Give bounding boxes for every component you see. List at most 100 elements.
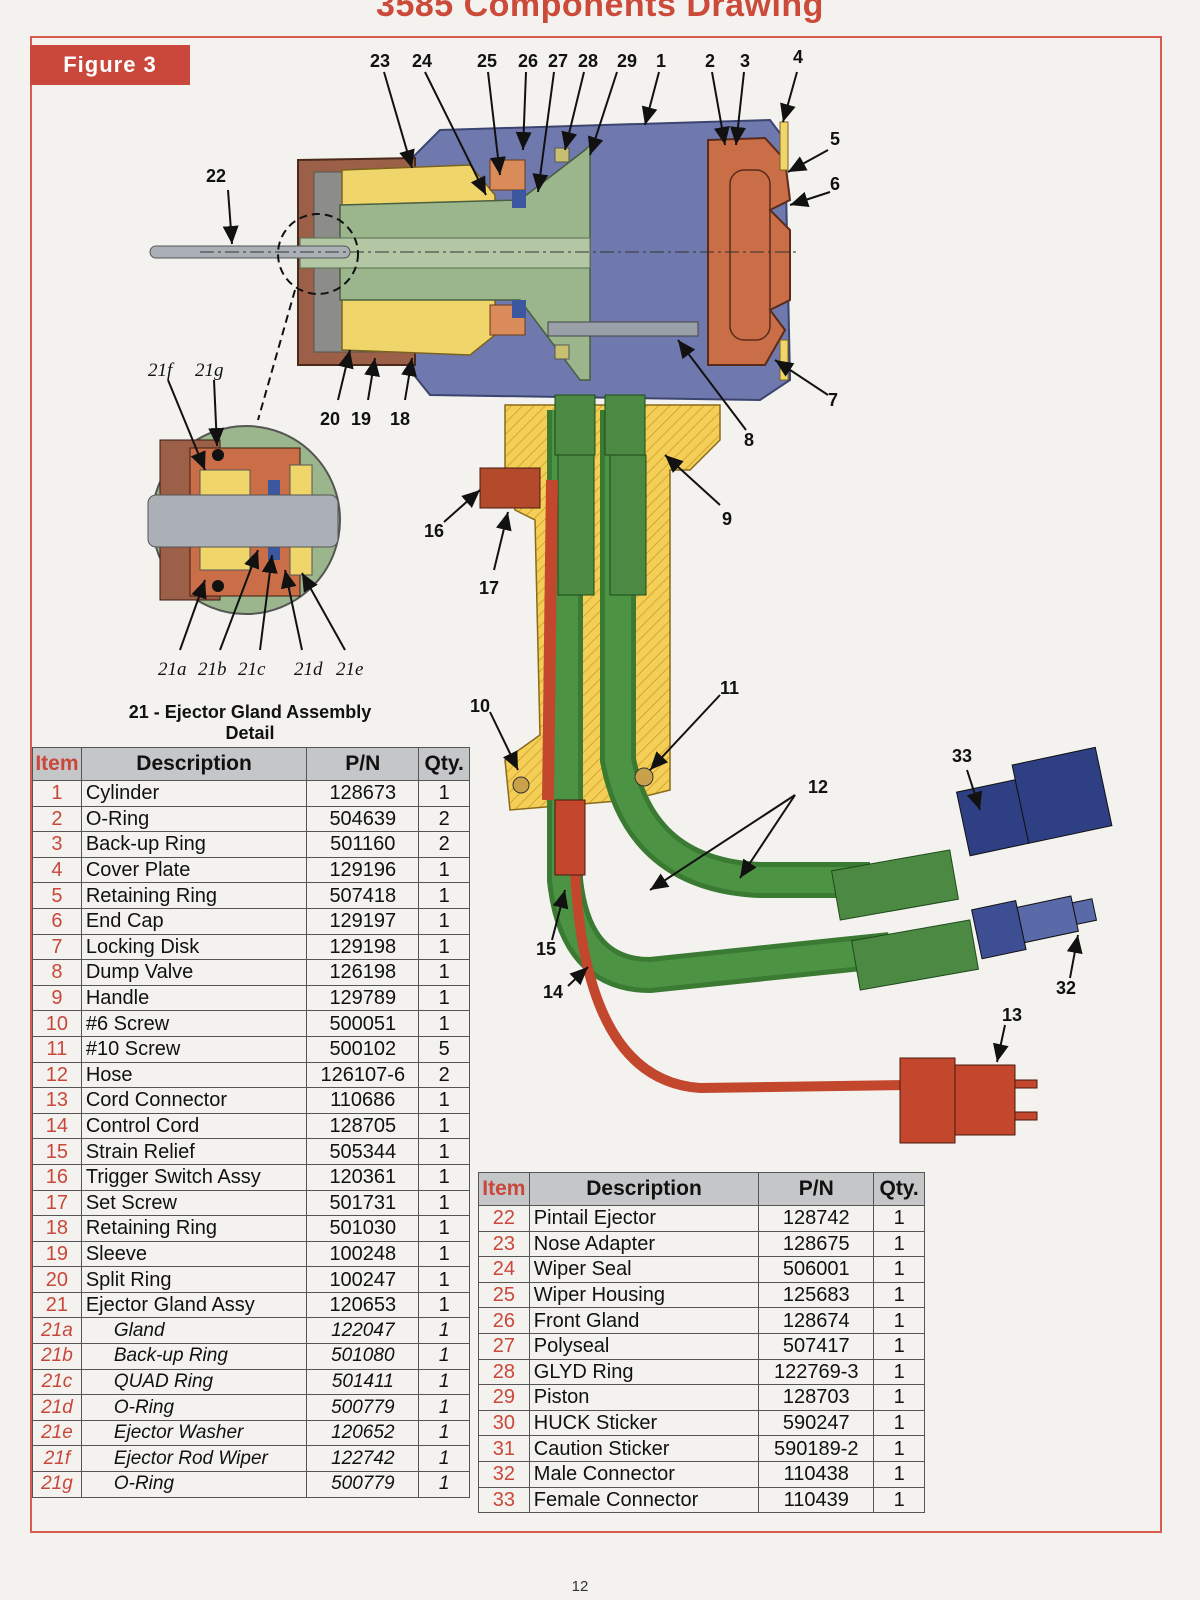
callout-4: 4 — [793, 47, 803, 67]
part-number: 120361 — [306, 1163, 420, 1191]
part-number: 126198 — [306, 959, 420, 986]
item-number: 19 — [32, 1240, 82, 1268]
item-number: 10 — [32, 1010, 82, 1037]
part-number: 122742 — [306, 1445, 420, 1473]
header-qty: Qty. — [418, 747, 470, 781]
item-description: Control Cord — [80, 1112, 308, 1140]
document-title: 3585 Components Drawing — [376, 0, 824, 24]
item-number: 21e — [32, 1419, 82, 1447]
quantity: 1 — [873, 1435, 925, 1462]
callout-21a: 21a — [158, 659, 187, 680]
callout-29: 29 — [617, 51, 637, 71]
detail-caption: 21 - Ejector Gland Assembly Detail — [120, 702, 380, 744]
item-description: #10 Screw — [80, 1035, 308, 1063]
part-number: 501731 — [306, 1189, 420, 1217]
item-description: HUCK Sticker — [528, 1409, 760, 1437]
page-number: 12 — [571, 1578, 589, 1595]
callout-24: 24 — [412, 51, 432, 71]
callout-19: 19 — [351, 409, 371, 429]
quantity: 1 — [418, 1266, 470, 1293]
part-number: 128675 — [758, 1230, 875, 1258]
part-number: 128703 — [758, 1384, 875, 1411]
part-number: 100247 — [306, 1266, 420, 1293]
item-description: Cylinder — [80, 780, 308, 807]
callout-25: 25 — [477, 51, 497, 71]
callout-18: 18 — [390, 409, 410, 429]
item-number: 17 — [32, 1189, 82, 1217]
header-qty: Qty. — [873, 1172, 925, 1206]
part-number: 122769-3 — [758, 1358, 875, 1386]
item-number: 21a — [32, 1317, 82, 1345]
part-number: 128673 — [306, 780, 420, 807]
part-number: 129197 — [306, 907, 420, 935]
part-number: 507417 — [758, 1332, 875, 1360]
quantity: 1 — [418, 1445, 470, 1473]
item-number: 21c — [32, 1368, 82, 1396]
quantity: 1 — [418, 1215, 470, 1242]
part-number: 120652 — [306, 1419, 420, 1447]
part-number: 128705 — [306, 1112, 420, 1140]
callout-15: 15 — [536, 939, 556, 959]
part-number: 122047 — [306, 1317, 420, 1345]
item-number: 33 — [478, 1486, 530, 1514]
callout-21e: 21e — [336, 659, 363, 680]
detail-caption-line2: Detail — [225, 723, 275, 743]
part-number: 500102 — [306, 1035, 420, 1063]
item-description: Caution Sticker — [528, 1435, 760, 1462]
quantity: 1 — [418, 1394, 470, 1421]
item-number: 29 — [478, 1384, 530, 1411]
callout-10: 10 — [470, 696, 490, 716]
item-number: 6 — [32, 907, 82, 935]
item-description: Trigger Switch Assy — [80, 1163, 308, 1191]
item-number: 8 — [32, 959, 82, 986]
figure-label: Figure 3 — [30, 45, 190, 85]
item-number: 1 — [32, 780, 82, 807]
quantity: 1 — [418, 1138, 470, 1165]
quantity: 1 — [418, 933, 470, 961]
part-number: 590189-2 — [758, 1435, 875, 1462]
item-description: Retaining Ring — [80, 1215, 308, 1242]
part-number: 501160 — [306, 831, 420, 858]
item-description: O-Ring — [80, 1471, 308, 1498]
quantity: 1 — [418, 856, 470, 884]
callout-8: 8 — [744, 430, 754, 450]
item-number: 25 — [478, 1281, 530, 1309]
item-description: #6 Screw — [80, 1010, 308, 1037]
callout-14: 14 — [543, 982, 563, 1002]
part-number: 500051 — [306, 1010, 420, 1037]
part-number: 506001 — [758, 1256, 875, 1283]
callout-23: 23 — [370, 51, 390, 71]
item-description: Back-up Ring — [80, 1343, 308, 1370]
quantity: 2 — [418, 1061, 470, 1089]
quantity: 1 — [418, 907, 470, 935]
item-number: 26 — [478, 1307, 530, 1334]
quantity: 1 — [418, 1419, 470, 1447]
header-item: Item — [478, 1172, 530, 1206]
callout-12: 12 — [808, 777, 828, 797]
item-description: QUAD Ring — [80, 1368, 308, 1396]
item-description: End Cap — [80, 907, 308, 935]
cord-connector — [899, 1057, 956, 1144]
item-description: Wiper Housing — [528, 1281, 760, 1309]
item-number: 3 — [32, 831, 82, 858]
item-number: 7 — [32, 933, 82, 961]
callout-2: 2 — [705, 51, 715, 71]
callout-6: 6 — [830, 174, 840, 194]
quantity: 1 — [873, 1256, 925, 1283]
header-description: Description — [528, 1172, 760, 1206]
